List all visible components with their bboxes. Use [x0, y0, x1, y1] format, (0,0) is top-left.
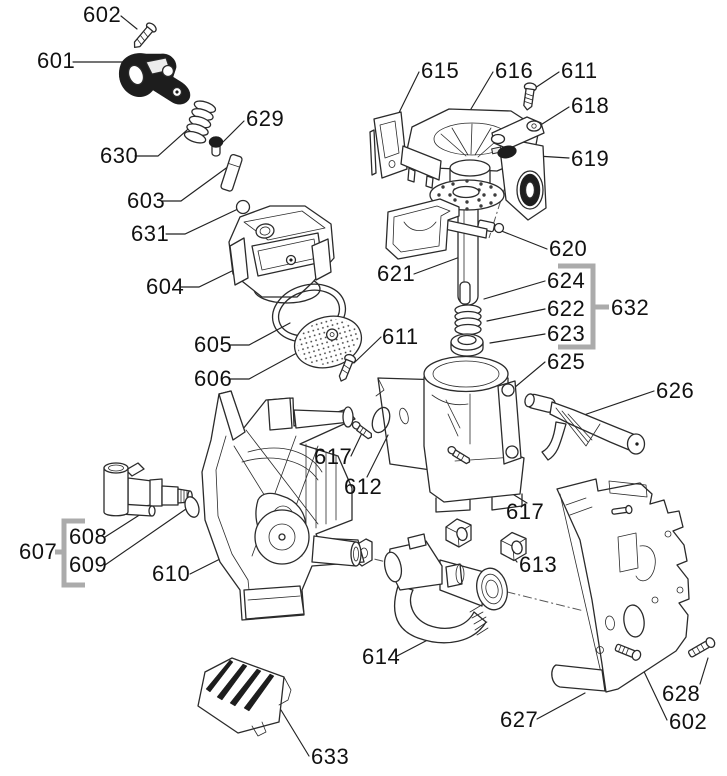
- callout-613: 613: [519, 552, 558, 577]
- part-633-ribbed-wedge: [197, 657, 292, 737]
- leader-608: [104, 513, 142, 538]
- callout-620: 620: [549, 236, 588, 261]
- callout-618: 618: [571, 93, 610, 118]
- callout-607: 607: [19, 539, 58, 564]
- leader-616: [467, 71, 494, 115]
- part-617-screw-left: [351, 421, 373, 440]
- callout-617-right: 617: [506, 499, 545, 524]
- callout-630: 630: [100, 143, 139, 168]
- callout-601: 601: [37, 48, 76, 73]
- callout-610: 610: [152, 561, 191, 586]
- callout-629: 629: [246, 106, 285, 131]
- callout-616: 616: [495, 58, 534, 83]
- leader-606: [228, 347, 307, 380]
- leader-603: [161, 165, 230, 202]
- part-615-bracket-plate: [369, 111, 408, 179]
- callout-611-mid: 611: [382, 324, 419, 349]
- part-627-side-panel: [551, 478, 690, 693]
- part-630-spring: [183, 100, 217, 144]
- part-621-frame: [385, 198, 488, 260]
- callout-624: 624: [547, 268, 586, 293]
- part-609-oval-ring: [184, 496, 200, 518]
- callout-626: 626: [656, 378, 695, 403]
- part-619-knob: [491, 145, 517, 159]
- callout-612: 612: [344, 474, 383, 499]
- leader-628: [699, 657, 709, 685]
- part-604-housing: [228, 205, 335, 304]
- leader-620: [498, 229, 548, 250]
- callout-628: 628: [662, 681, 701, 706]
- part-603-pin: [220, 154, 243, 192]
- bracket-632: [558, 263, 609, 350]
- callout-602-bottom: 602: [669, 709, 708, 734]
- part-625-brew-chamber: [423, 355, 525, 513]
- callout-608: 608: [69, 524, 108, 549]
- leader-621: [413, 256, 461, 275]
- part-608-valve: [103, 462, 193, 517]
- part-622-spring: [454, 304, 482, 336]
- leader-624: [483, 280, 546, 300]
- callout-632: 632: [611, 295, 650, 320]
- part-610-main-frame: [201, 390, 365, 621]
- callout-614: 614: [362, 644, 401, 669]
- part-613-square-nuts: [355, 518, 527, 567]
- leader-609: [104, 508, 187, 566]
- part-623-seal-cup: [450, 333, 484, 357]
- callout-602-top: 602: [83, 2, 122, 27]
- leader-617-left: [350, 432, 363, 457]
- part-601-lever: [119, 53, 191, 105]
- callout-621: 621: [377, 261, 416, 286]
- callout-617-left: 617: [314, 444, 353, 469]
- leader-611-mid: [353, 336, 382, 364]
- leader-604: [180, 269, 235, 288]
- leader-625: [513, 361, 546, 389]
- callout-615: 615: [421, 58, 460, 83]
- callout-627: 627: [500, 707, 539, 732]
- callout-604: 604: [146, 274, 185, 299]
- leader-611-top: [534, 71, 560, 89]
- callout-625: 625: [547, 349, 586, 374]
- callout-606: 606: [194, 366, 233, 391]
- leader-633: [280, 709, 310, 757]
- leader-612: [366, 434, 389, 478]
- part-611-screw-mid: [338, 353, 357, 382]
- part-626-release-lever: [524, 393, 646, 461]
- part-602-screw-bottom: [614, 643, 642, 661]
- callout-619: 619: [571, 146, 610, 171]
- callout-622: 622: [547, 296, 586, 321]
- leader-618: [538, 106, 570, 127]
- leader-602-top: [120, 15, 138, 30]
- callout-623: 623: [547, 321, 586, 346]
- part-614-pipe-assembly: [383, 533, 508, 644]
- callout-631: 631: [131, 221, 170, 246]
- callout-633: 633: [311, 744, 350, 769]
- leader-630: [134, 121, 197, 157]
- part-606-perforated-disc: [293, 315, 363, 369]
- leader-631: [165, 208, 239, 235]
- callout-609: 609: [69, 552, 108, 577]
- bracket-607: [55, 518, 85, 588]
- callout-603: 603: [127, 188, 166, 213]
- callout-611-top: 611: [561, 58, 598, 83]
- part-618-link-arm: [490, 116, 545, 150]
- part-629-plug-screw: [208, 136, 224, 157]
- leader-626: [577, 390, 655, 418]
- part-628-screw: [687, 637, 716, 658]
- part-611-screw-top: [523, 82, 538, 111]
- leader-623: [489, 333, 546, 344]
- part-631-ball: [235, 199, 251, 215]
- leader-627: [536, 692, 586, 720]
- part-602-screw-top: [133, 22, 157, 49]
- part-617-screw-right: [447, 445, 471, 465]
- callout-605: 605: [194, 332, 233, 357]
- leader-622: [486, 308, 546, 322]
